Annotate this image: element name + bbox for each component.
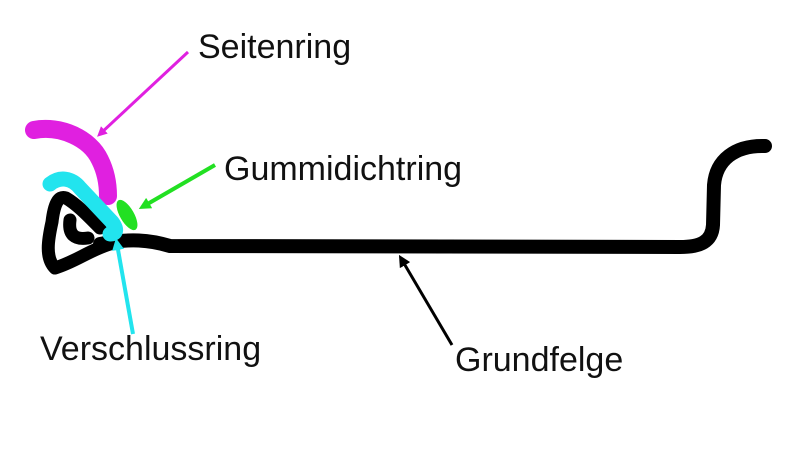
gummidichtring-shape <box>116 199 138 231</box>
base-rim-profile <box>93 138 772 254</box>
seitenring-shape <box>25 120 117 205</box>
gummidichtring-arrow <box>138 163 217 210</box>
verschlussring-label: Verschlussring <box>40 330 262 368</box>
verschlussring-shape <box>42 171 124 242</box>
verschlussring-arrow <box>112 238 135 335</box>
grundfelge-label: Grundfelge <box>455 341 624 379</box>
grundfelge-shape <box>41 138 772 275</box>
seitenring-arrow <box>97 50 190 137</box>
grundfelge-arrow <box>398 254 454 346</box>
seitenring-label: Seitenring <box>198 28 352 66</box>
bead-seat-profile <box>41 191 117 275</box>
gummidichtring-label: Gummidichtring <box>224 150 463 188</box>
